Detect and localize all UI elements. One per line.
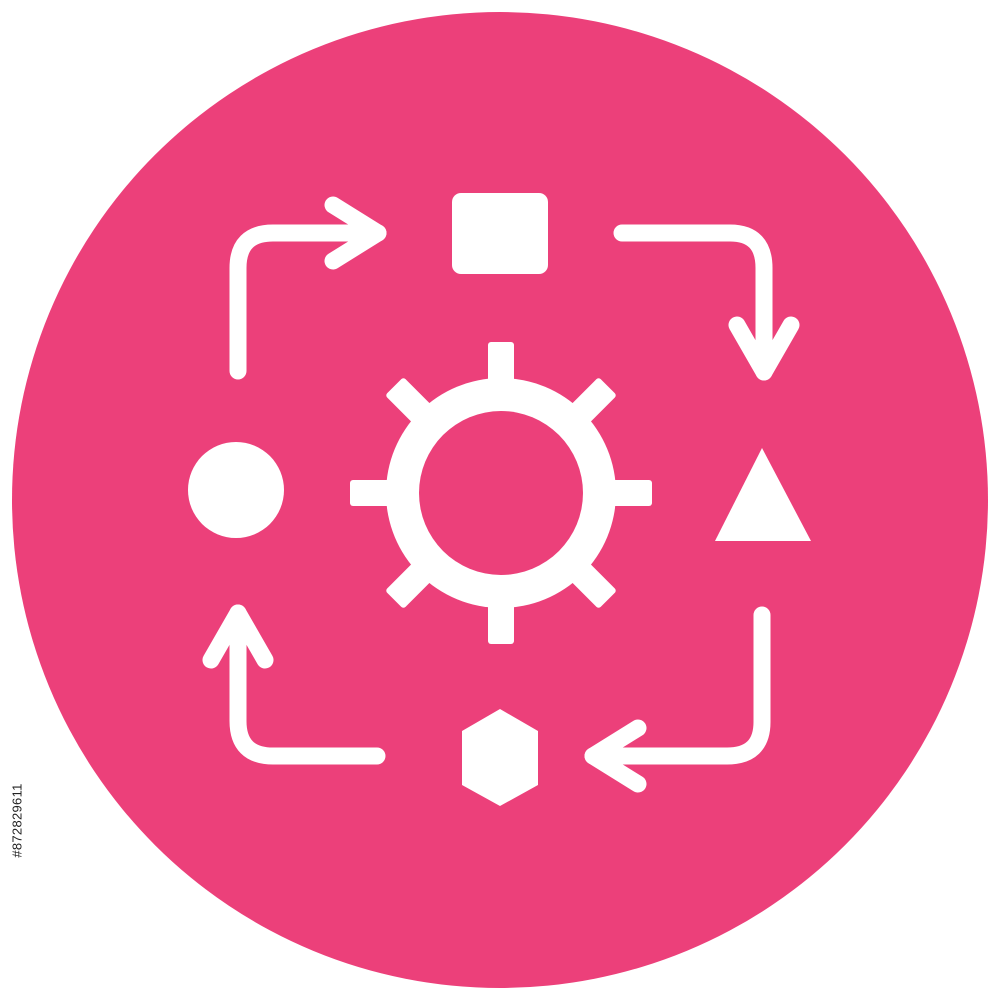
- hexagon-shape-icon: [462, 709, 538, 806]
- arrow-bottom-right-icon: [584, 606, 771, 793]
- arrow-bottom-left-icon: [202, 604, 386, 765]
- gear-icon: [350, 342, 652, 644]
- arrow-top-left-icon: [229, 196, 387, 380]
- arrow-top-right-icon: [613, 224, 800, 381]
- square-shape-icon: [452, 193, 548, 274]
- circle-shape-icon: [188, 442, 284, 538]
- triangle-shape-icon: [715, 448, 811, 541]
- stock-id-label: #872829611: [9, 782, 25, 858]
